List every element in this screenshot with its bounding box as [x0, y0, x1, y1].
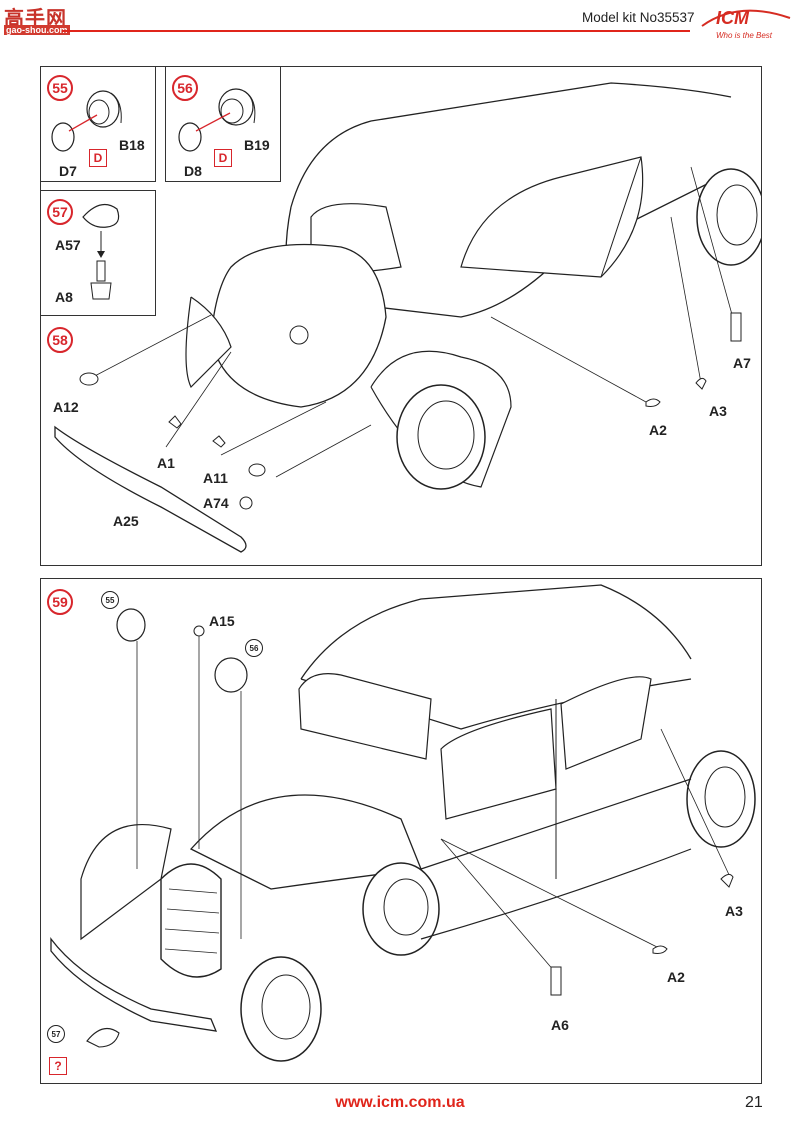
- part-a3-label: A3: [709, 403, 727, 419]
- watermark-title: 高手网: [4, 8, 67, 30]
- part-b19-label: B19: [244, 137, 270, 153]
- decal-d-mark: D: [89, 149, 107, 167]
- step-57-number: 57: [47, 199, 73, 225]
- question-mark-box: ?: [49, 1057, 67, 1075]
- step-59-number: 59: [47, 589, 73, 615]
- part-a15-label: A15: [209, 613, 235, 629]
- header-rule: [62, 30, 690, 32]
- step-58-number: 58: [47, 327, 73, 353]
- watermark-logo: 高手网 gao-shou.com: [4, 2, 74, 38]
- part-a8-label: A8: [55, 289, 73, 305]
- part-a2-label: A2: [649, 422, 667, 438]
- document-title: Model kit No35537: [582, 10, 695, 25]
- decal-d-mark: D: [214, 149, 232, 167]
- part-a3-label: A3: [725, 903, 743, 919]
- ref-step-55-icon: 55: [101, 591, 119, 609]
- headlight-d8-b19-drawing: [166, 67, 280, 181]
- part-d7-label: D7: [59, 163, 77, 179]
- part-a6-label: A6: [551, 1017, 569, 1033]
- icm-logo-tagline: Who is the Best: [716, 31, 773, 40]
- step-56-panel: 56 D8 B19 D: [165, 66, 281, 182]
- step-56-number: 56: [172, 75, 198, 101]
- step-59-panel: 59 55 56 57 ? A15 A3 A2 A6: [40, 578, 762, 1084]
- icm-logo-text: ICM: [716, 8, 749, 28]
- part-a7-label: A7: [733, 355, 751, 371]
- footer-url[interactable]: www.icm.com.ua: [335, 1094, 465, 1111]
- step-58-outer-frame: 58 A12 A1 A11 A74 A25 A2 A3 A7: [40, 66, 762, 566]
- part-a2-label: A2: [667, 969, 685, 985]
- part-a12-label: A12: [53, 399, 79, 415]
- headlight-d7-b18-drawing: [41, 67, 155, 181]
- page-number: 21: [745, 1094, 763, 1111]
- mirror-a57-a8-drawing: [41, 191, 155, 315]
- part-b18-label: B18: [119, 137, 145, 153]
- car-rear-view-drawing: [41, 67, 761, 565]
- page-header: 高手网 gao-shou.com Model kit No35537 ICM W…: [0, 0, 800, 56]
- part-d8-label: D8: [184, 163, 202, 179]
- part-a1-label: A1: [157, 455, 175, 471]
- watermark-subtitle: gao-shou.com: [4, 25, 70, 35]
- part-a57-label: A57: [55, 237, 81, 253]
- icm-logo-graphic: [698, 4, 794, 52]
- ref-step-57-icon: 57: [47, 1025, 65, 1043]
- ref-step-56-icon: 56: [245, 639, 263, 657]
- part-a25-label: A25: [113, 513, 139, 529]
- car-front-view-drawing: [41, 579, 761, 1083]
- step-55-panel: 55 D7 B18 D: [40, 66, 156, 182]
- step-55-number: 55: [47, 75, 73, 101]
- part-a74-label: A74: [203, 495, 229, 511]
- part-a11-label: A11: [203, 470, 228, 486]
